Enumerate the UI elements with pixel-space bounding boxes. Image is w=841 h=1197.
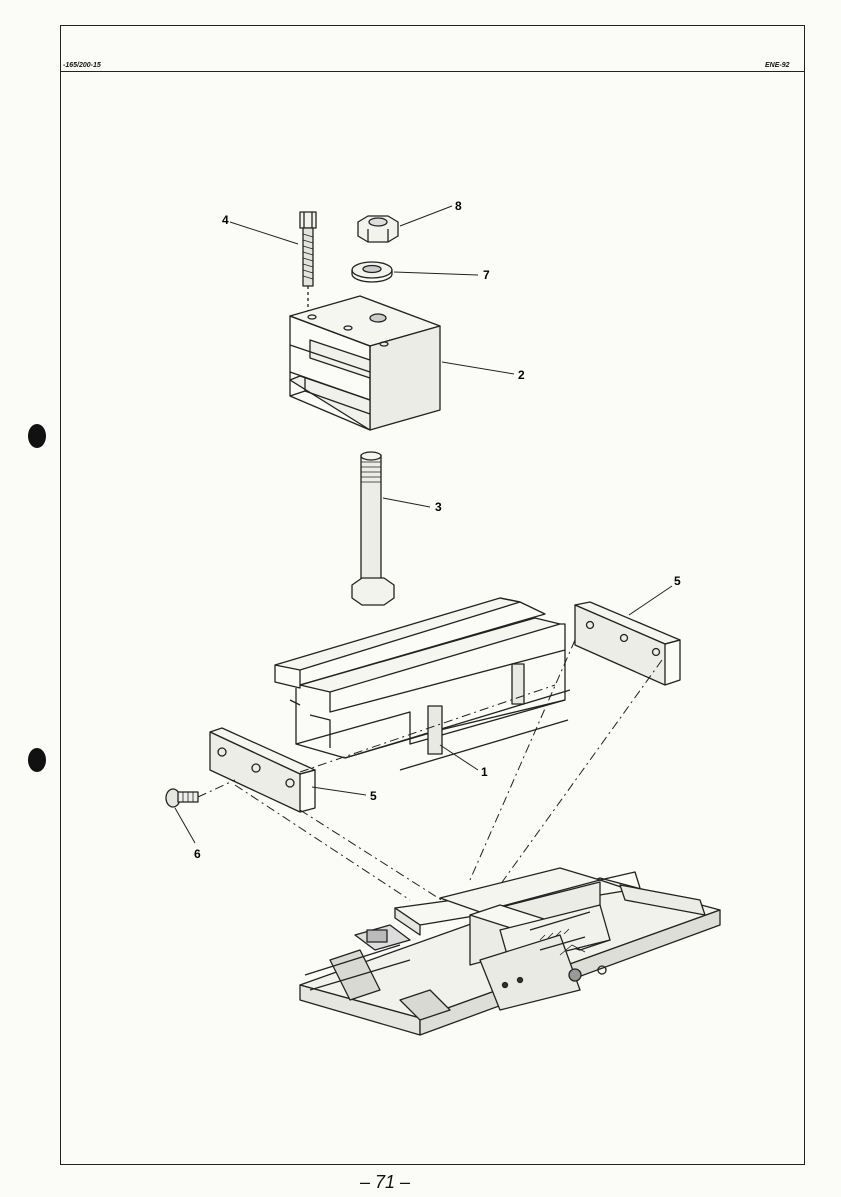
part-4-screw — [299, 211, 317, 312]
binder-hole-bottom — [28, 748, 46, 772]
callout-8: 8 — [455, 199, 462, 213]
header-rule — [60, 71, 805, 72]
drawing-code-left: -165/200-15 — [63, 62, 101, 69]
callout-7: 7 — [483, 268, 490, 282]
part-7-washer — [351, 261, 393, 283]
page-number: – 71 – — [359, 1172, 411, 1192]
callout-3: 3 — [435, 500, 442, 514]
drawing-code-right: ENE-92 — [765, 62, 790, 69]
part-6-screw — [165, 788, 199, 808]
part-5-gib-right — [574, 601, 681, 686]
callout-2: 2 — [518, 368, 525, 382]
callout-4: 4 — [222, 213, 229, 227]
binder-hole-top — [28, 424, 46, 448]
part-5-gib-left — [209, 727, 316, 813]
part-1-t-slot-table — [274, 597, 571, 771]
part-3-t-bolt — [351, 451, 395, 606]
drawing-frame — [60, 25, 805, 1165]
callout-5-left: 5 — [370, 789, 377, 803]
part-2-holder-block — [289, 295, 441, 431]
part-8-hex-nut — [357, 215, 399, 243]
callout-6: 6 — [194, 847, 201, 861]
cross-slide-assembly — [299, 867, 721, 1036]
callout-5-right: 5 — [674, 574, 681, 588]
callout-1: 1 — [481, 765, 488, 779]
